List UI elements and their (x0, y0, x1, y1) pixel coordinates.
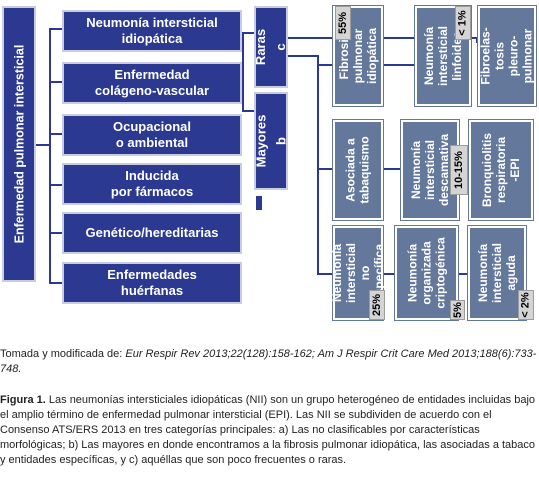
category-genetico: Genético/hereditarias (62, 212, 242, 254)
root-label: Enfermedad pulmonar intersticial (12, 44, 27, 244)
leaf-aguda-label: Neumonía intersticial aguda (476, 242, 518, 304)
category-farmacos: Inducida por fármacos (62, 163, 242, 205)
leaf-fibroelastosis-label: Fibroelas- tosis pleuro- pulmonar (479, 27, 536, 85)
connector-row2-b (383, 168, 401, 170)
connector-cat-3 (49, 133, 63, 135)
leaf-organizada: Neumonía organizada criptogénica (394, 225, 459, 321)
connector-raras-leaf (476, 37, 478, 43)
root-box: Enfermedad pulmonar intersticial (2, 6, 36, 282)
badge-linfoidea: < 1% (455, 6, 471, 40)
connector-raras-h (288, 37, 478, 39)
badge-fibrosis: 55% (335, 6, 351, 40)
connector-row1-b (383, 64, 415, 66)
connector-root (36, 144, 50, 146)
credit-prefix: Tomada y modificada de: (0, 348, 126, 360)
leaf-descamativa-label: Neumonía intersticial descamativa (409, 133, 452, 207)
connector-row2 (317, 168, 333, 170)
caption-text: Las neumonías intersticiales idiopáticas… (0, 394, 536, 466)
connector-row1 (317, 64, 333, 66)
group-raras-letter: c (273, 43, 289, 51)
leaf-tabaquismo: Asociada a tabaquismo (332, 119, 384, 221)
connector-nii-h (242, 32, 256, 34)
connector-nii-mayores (242, 110, 256, 112)
caption-label: Figura 1. (0, 394, 46, 406)
category-ocupacional: Ocupacional o ambiental (62, 114, 242, 156)
badge-no-especifica: 25% (369, 290, 385, 320)
connector-row3-b (383, 273, 395, 275)
leaf-tabaquismo-label: Asociada a tabaquismo (344, 136, 372, 204)
leaf-bronquiolitis-label: Bronquiolitis respiratoria -EPI (480, 133, 522, 207)
connector-nii-v (242, 32, 244, 112)
connector-row3-c (458, 273, 468, 275)
credit-source: Eur Respir Rev 2013;22(128):158-162; Am … (0, 348, 537, 375)
category-huerfanas: Enfermedades huérfanas (62, 262, 242, 304)
figure-caption: Figura 1. Las neumonías intersticiales i… (0, 393, 539, 468)
group-mayores: Mayores b (253, 92, 288, 190)
badge-descamativa: 10-15% (450, 145, 468, 195)
connector-cat-5 (49, 232, 63, 234)
badge-organizada: 5% (450, 300, 465, 320)
connector-mayores-v (317, 55, 319, 275)
leaf-aguda: Neumonía intersticial aguda (467, 225, 527, 321)
connector-spine (49, 28, 51, 284)
source-credit: Tomada y modificada de: Eur Respir Rev 2… (0, 347, 539, 377)
category-colageno-vascular: Enfermedad colágeno-vascular (62, 62, 242, 104)
connector-cat-4 (49, 184, 63, 186)
connector-row3 (317, 273, 333, 275)
connector-cat-1 (49, 28, 63, 30)
group-raras-label: Raras (253, 28, 269, 66)
badge-aguda: < 2% (518, 290, 534, 320)
group-mayores-letter: b (273, 137, 288, 145)
connector-mayores-h (288, 55, 318, 57)
group-mayores-label: Mayores (253, 114, 268, 168)
leaf-fibroelastosis: Fibroelas- tosis pleuro- pulmonar (477, 5, 537, 107)
connector-a-stub (256, 196, 262, 210)
leaf-bronquiolitis: Bronquiolitis respiratoria -EPI (468, 119, 534, 221)
leaf-organizada-label: Neumonía organizada criptogénica (405, 237, 448, 309)
connector-cat-6 (49, 282, 63, 284)
leaf-descamativa: Neumonía intersticial descamativa (400, 119, 460, 221)
category-nii: Neumonía intersticial idiopática (62, 10, 242, 52)
connector-cat-2 (49, 81, 63, 83)
